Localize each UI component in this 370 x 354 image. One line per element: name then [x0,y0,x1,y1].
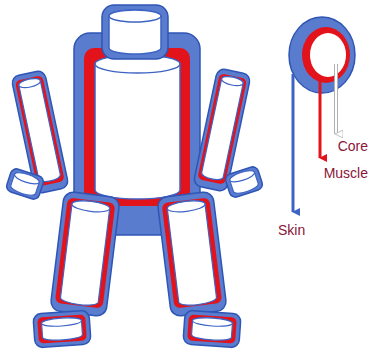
foot-cylinder [33,310,91,348]
layer-label: Muscle [324,165,368,181]
leader-arrow [336,64,337,134]
leader-arrow [319,78,322,158]
foot-cylinder [183,310,241,348]
layer-label: Core [338,138,368,154]
leader-arrow [292,74,295,212]
hand-cylinder [224,165,264,198]
leg-cylinder [50,191,120,317]
leg-cylinder [157,191,227,317]
hand-cylinder [5,167,45,200]
cross-section-key [289,17,355,93]
layer-label: Skin [278,222,305,238]
head-cylinder [102,5,168,59]
